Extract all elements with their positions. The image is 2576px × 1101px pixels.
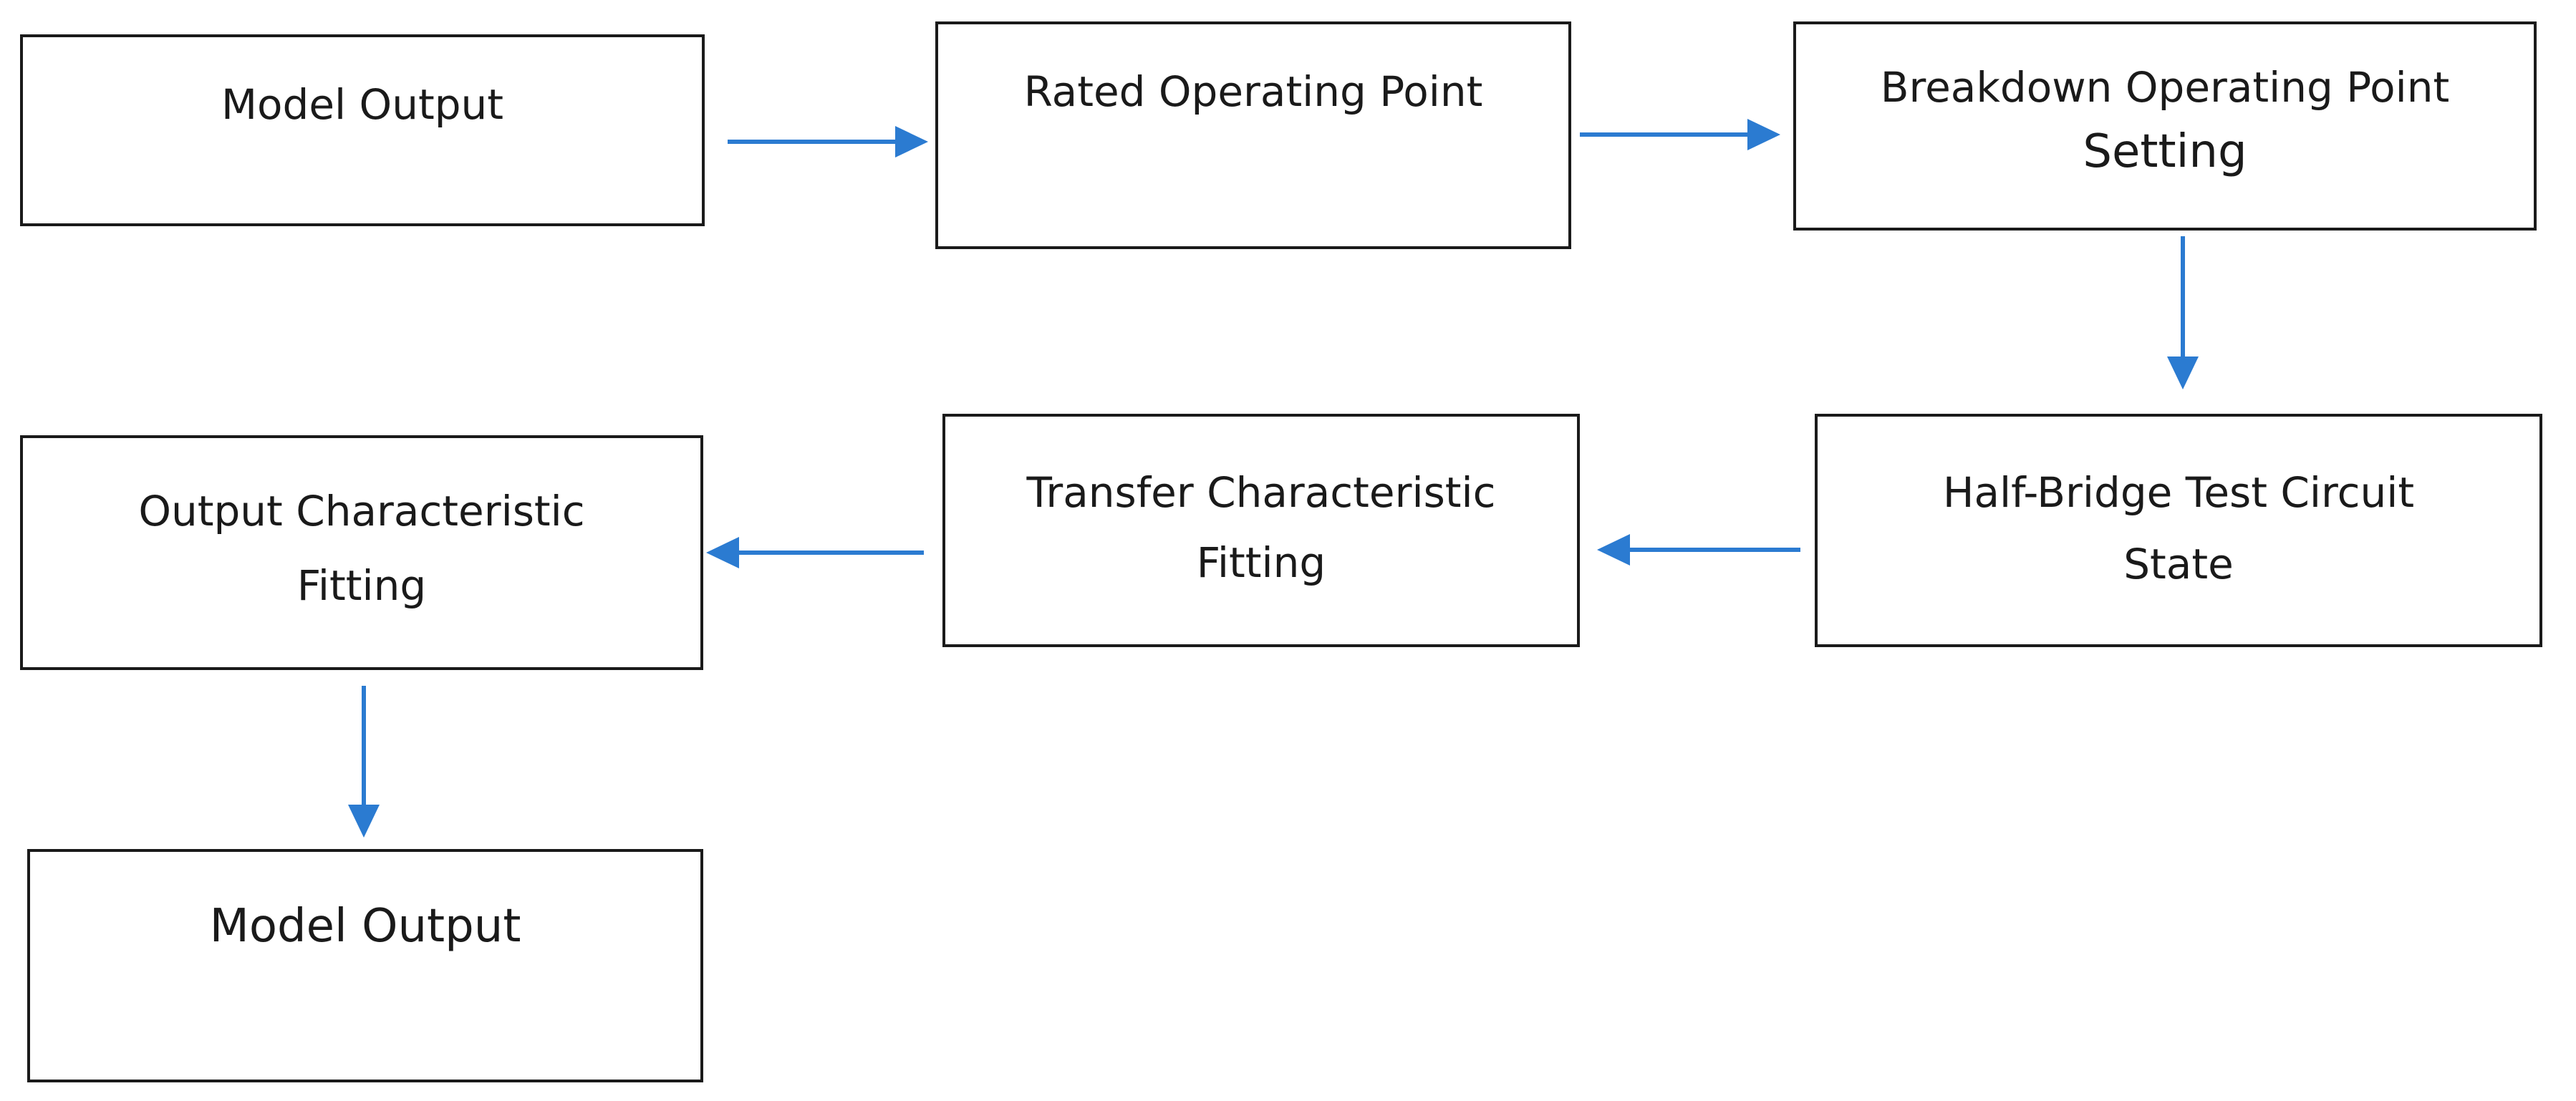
node-transfer-fitting: Transfer Characteristic Fitting [942, 414, 1580, 647]
node-label: State [2123, 540, 2234, 588]
arrow-model-output-to-rated [728, 126, 928, 157]
node-output-fitting: Output Characteristic Fitting [20, 435, 703, 670]
node-model-output-bottom: Model Output [27, 849, 703, 1082]
node-label: Half-Bridge Test Circuit [1942, 468, 2415, 517]
arrow-breakdown-to-half-bridge [2167, 236, 2199, 389]
node-rated-operating-point: Rated Operating Point [935, 21, 1571, 249]
node-label: Fitting [296, 561, 427, 610]
node-breakdown-operating-point: Breakdown Operating Point Setting [1793, 21, 2537, 231]
arrow-head [1597, 534, 1630, 566]
arrow-rated-to-breakdown [1580, 119, 1780, 150]
node-half-bridge-state: Half-Bridge Test Circuit State [1815, 414, 2542, 647]
node-label: Breakdown Operating Point [1880, 63, 2450, 112]
node-label: Output Characteristic [138, 487, 585, 535]
arrow-transfer-to-output [706, 537, 924, 568]
node-label: Setting [2083, 125, 2247, 178]
arrow-head [348, 805, 380, 838]
arrow-half-bridge-to-transfer [1597, 534, 1800, 566]
node-label: Fitting [1196, 538, 1326, 587]
node-label: Transfer Characteristic [1026, 468, 1496, 517]
node-label: Model Output [209, 900, 521, 953]
node-label: Rated Operating Point [1023, 67, 1483, 116]
arrow-head [895, 126, 928, 157]
arrow-head [2167, 357, 2199, 389]
arrow-output-to-model-output [348, 686, 380, 838]
arrow-head [1747, 119, 1780, 150]
node-model-output-top: Model Output [20, 34, 705, 226]
arrow-head [706, 537, 739, 568]
node-label: Model Output [221, 80, 504, 129]
